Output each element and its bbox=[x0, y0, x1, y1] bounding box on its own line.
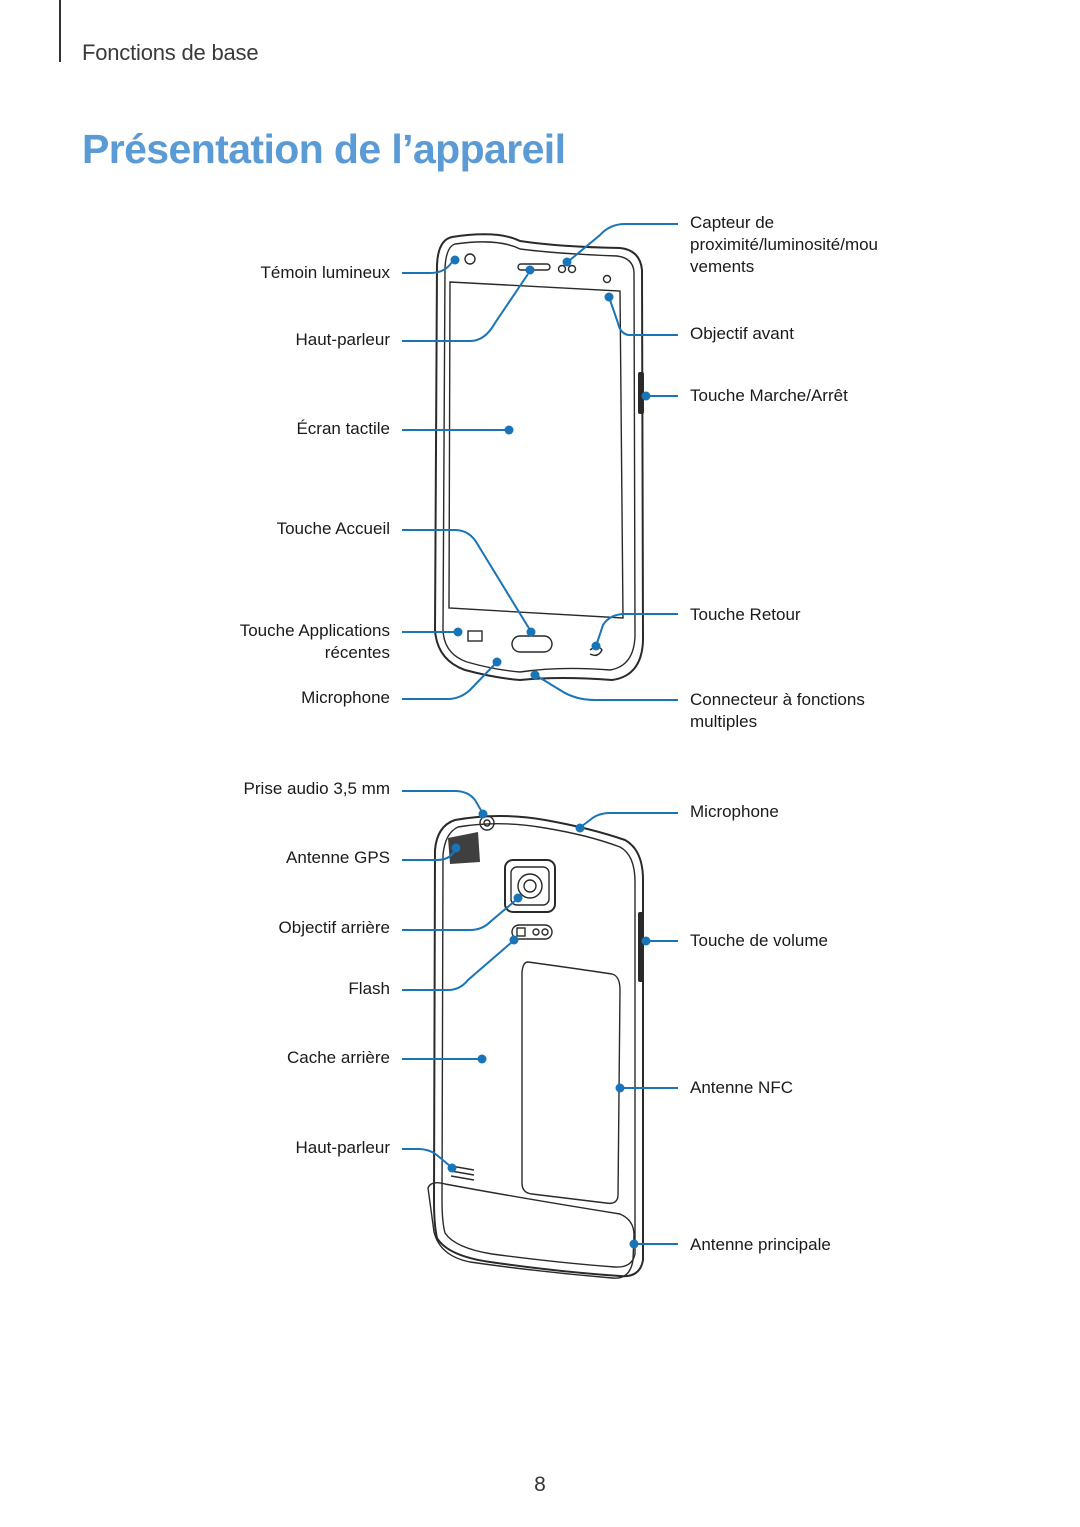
label-nfc-antenna: Antenne NFC bbox=[690, 1078, 793, 1097]
dot-gps bbox=[451, 843, 461, 853]
header-rule bbox=[59, 0, 61, 62]
dot-earpiece bbox=[525, 265, 535, 275]
label-back-cover: Cache arrière bbox=[287, 1048, 390, 1067]
label-rear-camera: Objectif arrière bbox=[278, 918, 390, 937]
dot-connector bbox=[530, 670, 540, 680]
label-sensor-line1: Capteur de bbox=[690, 213, 775, 232]
label-mic-back: Microphone bbox=[690, 802, 779, 821]
leader-connector bbox=[536, 675, 678, 701]
dot-indicator bbox=[450, 255, 460, 265]
dot-audio-jack bbox=[478, 809, 488, 819]
dot-rear-cam bbox=[513, 893, 523, 903]
dot-mic-front bbox=[492, 657, 502, 667]
dot-power bbox=[641, 391, 651, 401]
dot-flash bbox=[509, 935, 519, 945]
phone-back bbox=[427, 815, 644, 1279]
label-mic-front: Microphone bbox=[301, 688, 390, 707]
leader-gps bbox=[402, 849, 456, 861]
label-volume-key: Touche de volume bbox=[690, 931, 828, 950]
label-earpiece: Haut-parleur bbox=[295, 330, 391, 349]
label-indicator: Témoin lumineux bbox=[260, 263, 390, 282]
label-recent-apps: Touche Applications récentes bbox=[240, 620, 390, 664]
label-sensor: Capteur de proximité/luminosité/mou veme… bbox=[690, 212, 878, 278]
label-connector-line1: Connecteur à fonctions bbox=[690, 690, 865, 709]
label-flash: Flash bbox=[348, 979, 390, 998]
label-front-camera: Objectif avant bbox=[690, 324, 794, 343]
leader-home bbox=[402, 529, 531, 631]
dot-back-key bbox=[591, 641, 601, 651]
leader-earpiece bbox=[402, 273, 529, 342]
label-gps-antenna: Antenne GPS bbox=[286, 848, 390, 867]
label-audio-jack: Prise audio 3,5 mm bbox=[243, 779, 390, 798]
section-title: Fonctions de base bbox=[82, 40, 259, 65]
page-number: 8 bbox=[534, 1473, 546, 1496]
leader-audio-jack bbox=[402, 790, 483, 813]
dot-touchscreen bbox=[504, 425, 514, 435]
dot-mic-back bbox=[575, 823, 585, 833]
leader-back-key bbox=[596, 613, 678, 644]
page-title: Présentation de l’appareil bbox=[82, 126, 566, 172]
label-touchscreen: Écran tactile bbox=[296, 419, 390, 438]
leader-mic-front bbox=[402, 663, 496, 700]
label-recent-apps-line1: Touche Applications bbox=[239, 621, 390, 640]
back-leaders bbox=[402, 790, 678, 1249]
label-sensor-line3: vements bbox=[690, 257, 755, 276]
label-recent-apps-line2: récentes bbox=[324, 643, 390, 662]
dot-home bbox=[526, 627, 536, 637]
leader-sensor bbox=[569, 223, 678, 261]
label-connector-line2: multiples bbox=[690, 712, 758, 731]
label-back-key: Touche Retour bbox=[690, 605, 801, 624]
dot-volume bbox=[641, 936, 651, 946]
label-connector: Connecteur à fonctions multiples bbox=[690, 689, 865, 733]
label-speaker: Haut-parleur bbox=[295, 1138, 391, 1157]
dot-recent bbox=[453, 627, 463, 637]
leader-rear-cam bbox=[402, 899, 517, 931]
front-leaders bbox=[402, 223, 678, 701]
label-main-antenna: Antenne principale bbox=[690, 1235, 831, 1254]
dot-sensor bbox=[562, 257, 572, 267]
label-home-key: Touche Accueil bbox=[276, 519, 390, 538]
label-sensor-line2: proximité/luminosité/mou bbox=[690, 235, 879, 254]
dot-nfc bbox=[615, 1083, 625, 1093]
phone-front bbox=[433, 233, 645, 682]
leader-flash bbox=[402, 941, 513, 991]
leader-indicator bbox=[402, 261, 453, 274]
dot-cover bbox=[477, 1054, 487, 1064]
dot-main-antenna bbox=[629, 1239, 639, 1249]
leader-mic-back bbox=[581, 812, 678, 827]
leader-front-cam bbox=[609, 299, 678, 336]
dot-speaker bbox=[447, 1163, 457, 1173]
leader-speaker bbox=[402, 1148, 451, 1167]
dot-front-cam bbox=[604, 292, 614, 302]
label-power-key: Touche Marche/Arrêt bbox=[690, 386, 848, 405]
